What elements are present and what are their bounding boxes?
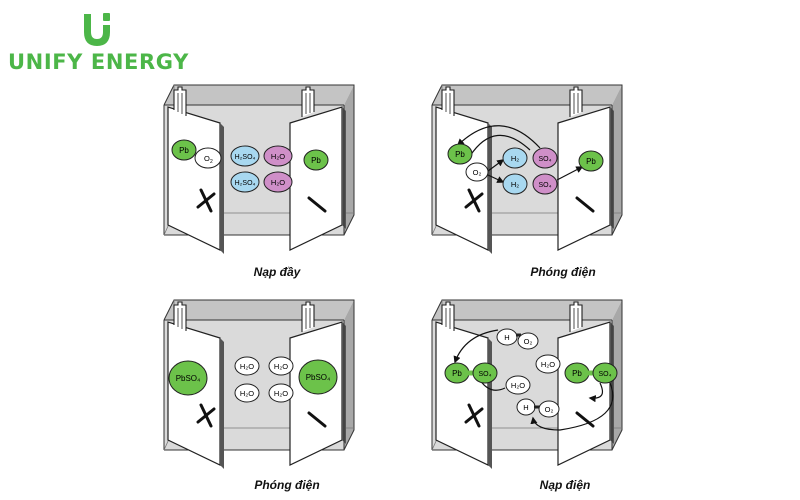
svg-text:SO₄: SO₄ xyxy=(599,371,612,378)
svg-text:SO₄: SO₄ xyxy=(539,156,552,163)
svg-text:H₂O: H₂O xyxy=(240,389,254,398)
svg-text:H₂O: H₂O xyxy=(541,360,555,369)
caption-charged: Nạp đầy xyxy=(254,265,302,279)
svg-text:O₂: O₂ xyxy=(545,405,554,414)
caption-discharging: Phóng điện xyxy=(530,265,595,279)
svg-text:Pb: Pb xyxy=(452,369,462,378)
panel-discharged-molecules: PbSO₄ H₂O H₂O H₂O H₂O PbSO₄ xyxy=(168,356,338,403)
svg-text:H₂SO₄: H₂SO₄ xyxy=(235,180,256,187)
svg-text:Pb: Pb xyxy=(572,369,582,378)
caption-discharged: Phóng điện xyxy=(254,478,319,492)
logo: UNIFY ENERGY xyxy=(6,10,188,76)
svg-text:Pb: Pb xyxy=(311,156,321,165)
svg-text:H₂O: H₂O xyxy=(271,178,285,187)
brand-name: UNIFY ENERGY xyxy=(8,50,189,74)
svg-text:H₂: H₂ xyxy=(511,154,519,163)
svg-text:O: O xyxy=(204,154,210,163)
svg-text:O₂: O₂ xyxy=(524,337,533,346)
panel-discharging-molecules: Pb O₂ H₂ SO₄ H₂ SO₄ Pb xyxy=(447,125,604,195)
svg-text:O₂: O₂ xyxy=(473,168,482,177)
svg-text:PbSO₄: PbSO₄ xyxy=(306,373,331,382)
svg-text:2: 2 xyxy=(210,159,213,165)
svg-text:H₂O: H₂O xyxy=(274,389,288,398)
svg-text:SO₄: SO₄ xyxy=(479,371,492,378)
panel-charging-molecules: H O₂ H₂O H₂O Pb SO₄ Pb SO₄ H O₂ xyxy=(444,328,618,431)
svg-text:H₂: H₂ xyxy=(511,180,519,189)
unify-u-mark-icon xyxy=(84,13,110,46)
svg-text:H₂O: H₂O xyxy=(271,152,285,161)
svg-text:H₂O: H₂O xyxy=(274,362,288,371)
panel-charged xyxy=(162,83,356,256)
svg-text:Pb: Pb xyxy=(455,150,465,159)
svg-text:Pb: Pb xyxy=(586,157,596,166)
caption-charging: Nạp điện xyxy=(540,478,591,492)
svg-text:SO₄: SO₄ xyxy=(539,182,552,189)
svg-text:H: H xyxy=(504,333,509,342)
svg-text:H₂SO₄: H₂SO₄ xyxy=(235,154,256,161)
svg-text:H: H xyxy=(523,403,528,412)
svg-text:H₂O: H₂O xyxy=(240,362,254,371)
svg-text:PbSO₄: PbSO₄ xyxy=(176,374,201,383)
svg-text:Pb: Pb xyxy=(179,146,189,155)
svg-text:H₂O: H₂O xyxy=(511,381,525,390)
